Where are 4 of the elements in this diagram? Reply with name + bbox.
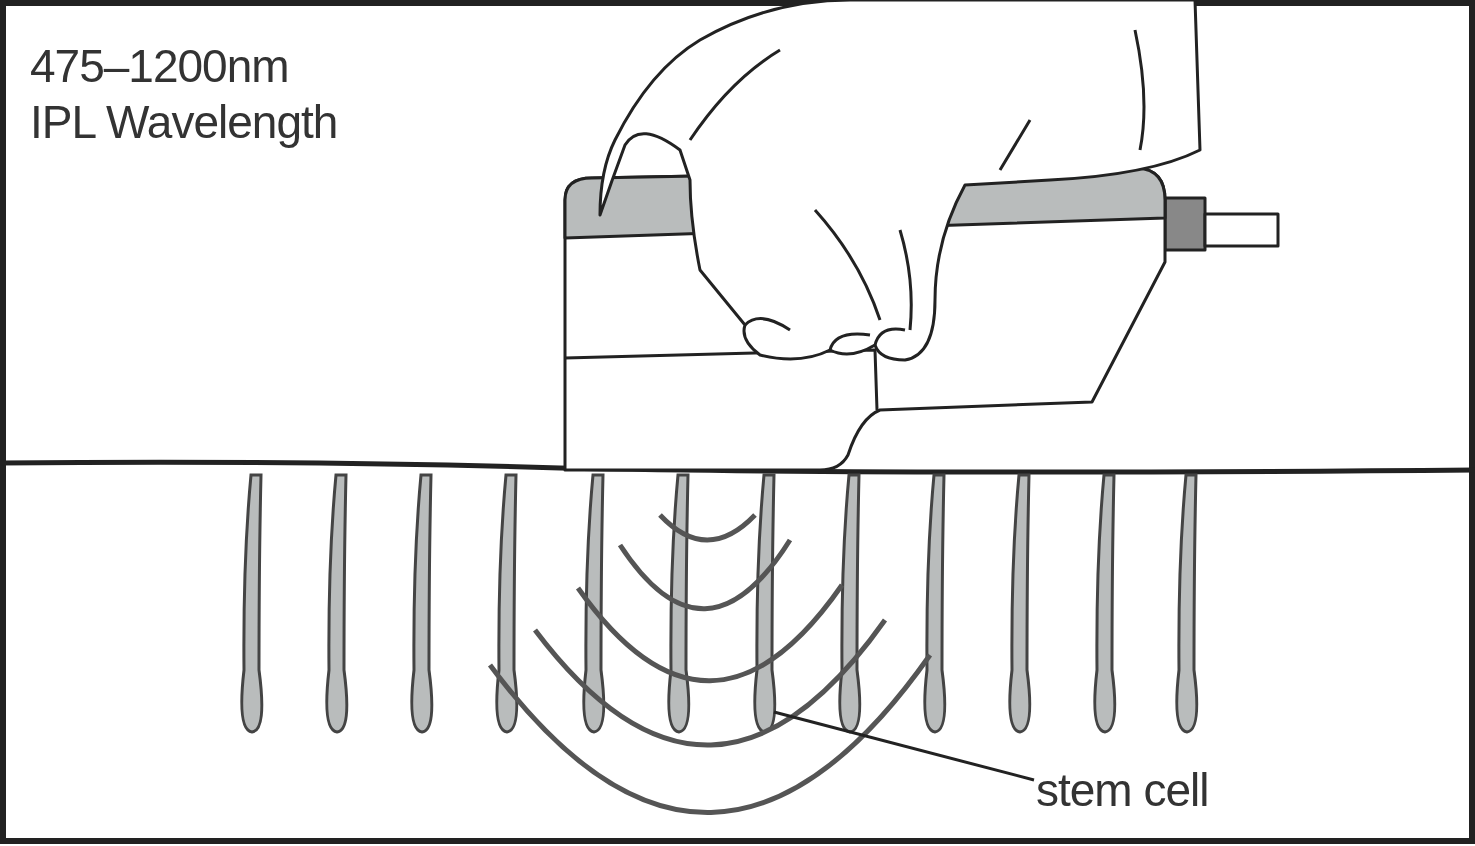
hair-follicle bbox=[753, 473, 777, 734]
callout-label: stem cell bbox=[1036, 762, 1209, 818]
wavelength-label: 475–1200nm IPL Wavelength bbox=[30, 39, 339, 150]
leader-line bbox=[773, 710, 1035, 782]
